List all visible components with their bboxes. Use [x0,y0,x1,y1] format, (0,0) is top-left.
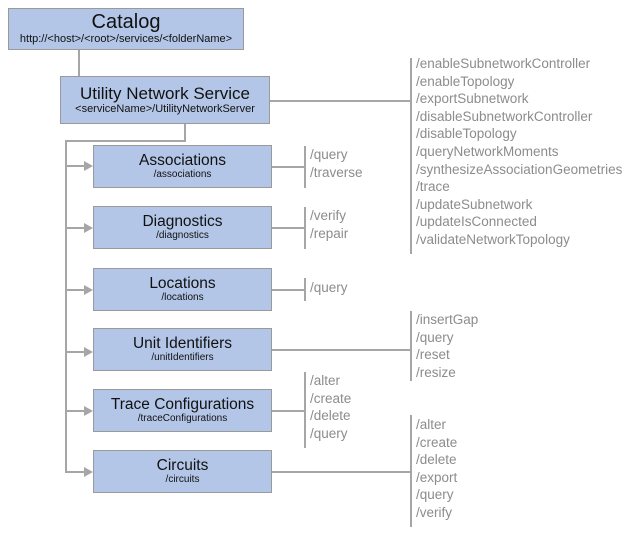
node-locations[interactable]: Locations /locations [93,268,272,311]
connector-unit-identifiers-to-ops [272,349,411,351]
node-unit-identifiers-path: /unitIdentifiers [151,351,214,363]
node-utility-network-service[interactable]: Utility Network Service <serviceName>/Ut… [60,76,270,124]
oplist-unit-identifiers: /insertGap/query/reset/resize [416,311,478,381]
node-trace-configurations[interactable]: Trace Configurations /traceConfiguration… [93,389,272,432]
node-associations[interactable]: Associations /associations [93,145,272,188]
connector-circuits-to-ops [272,471,411,473]
oplist-trace-configurations: /alter/create/delete/query [310,372,351,442]
operation-trace-configurations-0[interactable]: /alter [310,373,341,388]
node-circuits-title: Circuits [156,456,209,474]
node-catalog[interactable]: Catalog http://<host>/<root>/services/<f… [8,8,244,50]
operation-circuits-5[interactable]: /verify [416,504,453,520]
operation-diagnostics-0[interactable]: /verify [310,208,347,223]
arrow-to-diagnostics [84,223,93,233]
operation-trace-configurations-2[interactable]: /delete [310,408,351,424]
oplist-circuits: /alter/create/delete/export/query/verify [416,416,457,522]
operation-service-6[interactable]: /synthesizeAssociationGeometries [416,161,623,177]
node-circuits-path: /circuits [165,473,200,485]
operation-service-9[interactable]: /updateIsConnected [416,214,537,230]
operation-service-7[interactable]: /trace [416,179,450,195]
node-trace-configurations-title: Trace Configurations [110,395,255,413]
node-service-path: <serviceName>/UtilityNetworkServer [75,102,255,115]
ops-bar-associations [304,146,306,188]
oplist-diagnostics: /verify/repair [310,207,348,242]
arrow-to-associations [84,161,93,171]
connector-locations-to-ops [272,289,305,291]
node-unit-identifiers-title: Unit Identifiers [132,334,233,352]
ops-bar-unit-identifiers [410,311,412,381]
node-locations-title: Locations [149,274,216,292]
oplist-locations: /query [310,279,348,297]
node-catalog-title: Catalog [91,11,161,34]
oplist-associations: /query/traverse [310,146,363,181]
connector-trunk-to-diagnostics [65,227,86,229]
connector-trunk-to-circuits [65,471,86,473]
node-catalog-path: http://<host>/<root>/services/<folderNam… [19,33,233,46]
operation-trace-configurations-1[interactable]: /create [310,390,352,406]
node-diagnostics-title: Diagnostics [142,212,223,230]
ops-bar-circuits [410,415,412,527]
operation-associations-0[interactable]: /query [310,147,348,162]
connector-trunk-to-unit-identifiers [65,351,86,353]
operation-unit-identifiers-0[interactable]: /insertGap [416,312,479,327]
operation-service-0[interactable]: /enableSubnetworkController [416,56,591,71]
operation-service-2[interactable]: /exportSubnetwork [416,91,529,107]
operation-circuits-3[interactable]: /export [416,469,458,485]
operation-trace-configurations-3[interactable]: /query [310,425,348,441]
operation-unit-identifiers-3[interactable]: /resize [416,364,456,380]
arrow-to-circuits [84,467,93,477]
connector-trunk-jog [65,140,186,142]
operation-unit-identifiers-2[interactable]: /reset [416,347,450,363]
connector-trunk-vertical [65,140,67,472]
operation-associations-1[interactable]: /traverse [310,164,363,180]
operation-service-5[interactable]: /queryNetworkMoments [416,143,559,159]
node-associations-title: Associations [138,151,226,169]
operation-circuits-1[interactable]: /create [416,434,458,450]
ops-bar-service [410,58,412,254]
operation-diagnostics-1[interactable]: /repair [310,225,349,241]
connector-trunk-to-trace-configurations [65,410,86,412]
node-service-title: Utility Network Service [79,83,251,103]
operation-service-8[interactable]: /updateSubnetwork [416,196,533,212]
operation-unit-identifiers-1[interactable]: /query [416,329,454,345]
node-locations-path: /locations [161,291,204,303]
arrow-to-unit-identifiers [84,347,93,357]
ops-bar-trace-configurations [304,372,306,448]
oplist-service: /enableSubnetworkController/enableTopolo… [416,55,622,249]
arrow-to-locations [84,285,93,295]
node-associations-path: /associations [153,168,212,180]
node-circuits[interactable]: Circuits /circuits [93,450,272,493]
operation-circuits-4[interactable]: /query [416,487,454,503]
connector-trunk-to-locations [65,289,86,291]
connector-associations-to-ops [272,166,305,168]
connector-service-to-ops [270,100,411,102]
connector-trace-configurations-to-ops [272,410,305,412]
operation-service-1[interactable]: /enableTopology [416,73,515,89]
connector-trunk-to-associations [65,165,86,167]
node-diagnostics-path: /diagnostics [156,229,209,241]
arrow-to-trace-configurations [84,406,93,416]
node-diagnostics[interactable]: Diagnostics /diagnostics [93,206,272,249]
operation-service-3[interactable]: /disableSubnetworkController [416,108,593,124]
node-trace-configurations-path: /traceConfigurations [137,412,228,424]
connector-diagnostics-to-ops [272,227,305,229]
operation-service-10[interactable]: /validateNetworkTopology [416,231,570,247]
ops-bar-locations [304,278,306,301]
operation-locations-0[interactable]: /query [310,280,348,295]
ops-bar-diagnostics [304,207,306,249]
operation-circuits-2[interactable]: /delete [416,452,457,468]
node-unit-identifiers[interactable]: Unit Identifiers /unitIdentifiers [93,328,272,371]
operation-circuits-0[interactable]: /alter [416,417,447,432]
connector-service-trunk [184,124,186,142]
operation-service-4[interactable]: /disableTopology [416,126,517,142]
